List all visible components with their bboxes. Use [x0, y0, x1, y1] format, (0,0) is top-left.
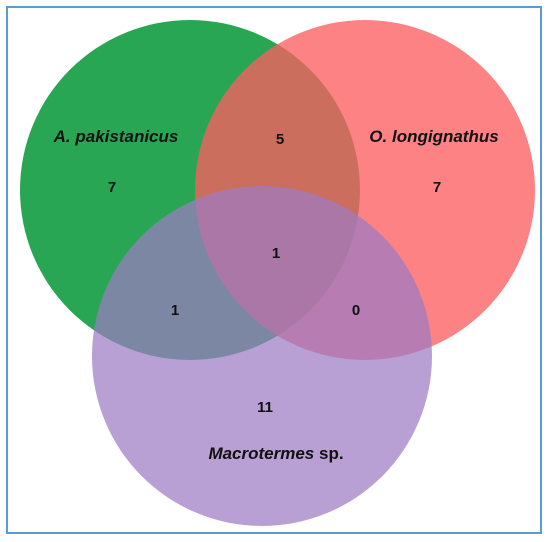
- count-ac: 1: [171, 302, 179, 319]
- count-ab: 5: [276, 131, 284, 148]
- circle-macrotermes: [92, 186, 432, 526]
- count-b-only: 7: [433, 179, 441, 196]
- set-label-a: A. pakistanicus: [53, 127, 179, 146]
- set-label-c-italic: Macrotermes: [208, 444, 314, 463]
- set-label-c: Macrotermes sp.: [208, 444, 343, 463]
- count-a-only: 7: [108, 179, 116, 196]
- count-c-only: 11: [257, 399, 273, 416]
- set-label-b: O. longignathus: [369, 127, 498, 146]
- set-label-c-plain: sp.: [314, 444, 343, 463]
- count-abc: 1: [272, 245, 280, 262]
- count-bc: 0: [352, 302, 360, 319]
